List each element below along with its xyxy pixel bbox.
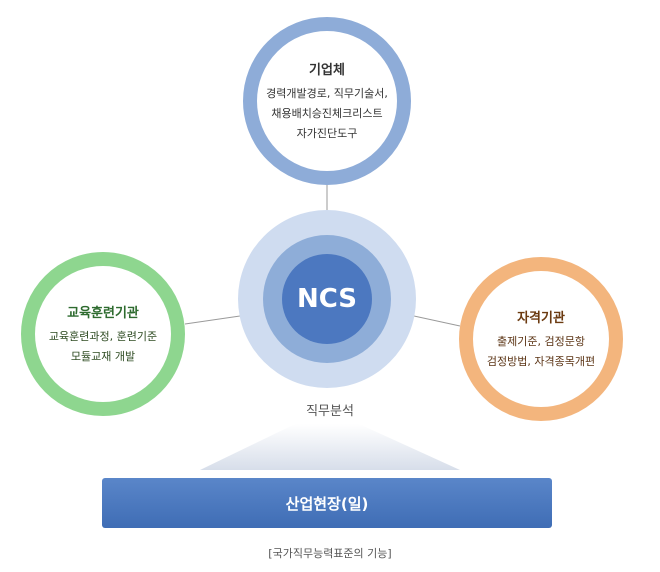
ncs-center: NCS — [282, 254, 372, 344]
node-education-line: 모듈교재 개발 — [70, 349, 136, 363]
figure-caption: [국가직무능력표준의 기능] — [268, 547, 392, 560]
node-certification: 자격기관 출제기준, 검정문항 검정방법, 자격종목개편 — [459, 257, 623, 421]
node-company-line: 자가진단도구 — [296, 126, 358, 140]
node-certification-line: 검정방법, 자격종목개편 — [486, 354, 596, 368]
connector-right — [413, 315, 461, 327]
node-company: 기업체 경력개발경로, 직무기술서, 채용배치승진체크리스트 자가진단도구 — [243, 17, 411, 185]
node-education-line: 교육훈련과정, 훈련기준 — [48, 329, 158, 343]
node-education: 교육훈련기관 교육훈련과정, 훈련기준 모듈교재 개발 — [21, 252, 185, 416]
industry-field-label: 산업현장(일) — [285, 494, 369, 513]
node-company-line: 채용배치승진체크리스트 — [271, 106, 383, 120]
analysis-fan — [200, 424, 460, 470]
node-certification-title: 자격기관 — [517, 310, 565, 326]
node-company-title: 기업체 — [309, 62, 345, 78]
ncs-center-label: NCS — [296, 284, 358, 314]
node-company-line: 경력개발경로, 직무기술서, — [266, 86, 388, 100]
connector-left — [184, 315, 241, 325]
node-education-title: 교육훈련기관 — [67, 305, 139, 321]
job-analysis-label: 직무분석 — [306, 404, 354, 419]
industry-field-bar: 산업현장(일) — [102, 478, 552, 528]
node-certification-line: 출제기준, 검정문항 — [497, 334, 585, 348]
